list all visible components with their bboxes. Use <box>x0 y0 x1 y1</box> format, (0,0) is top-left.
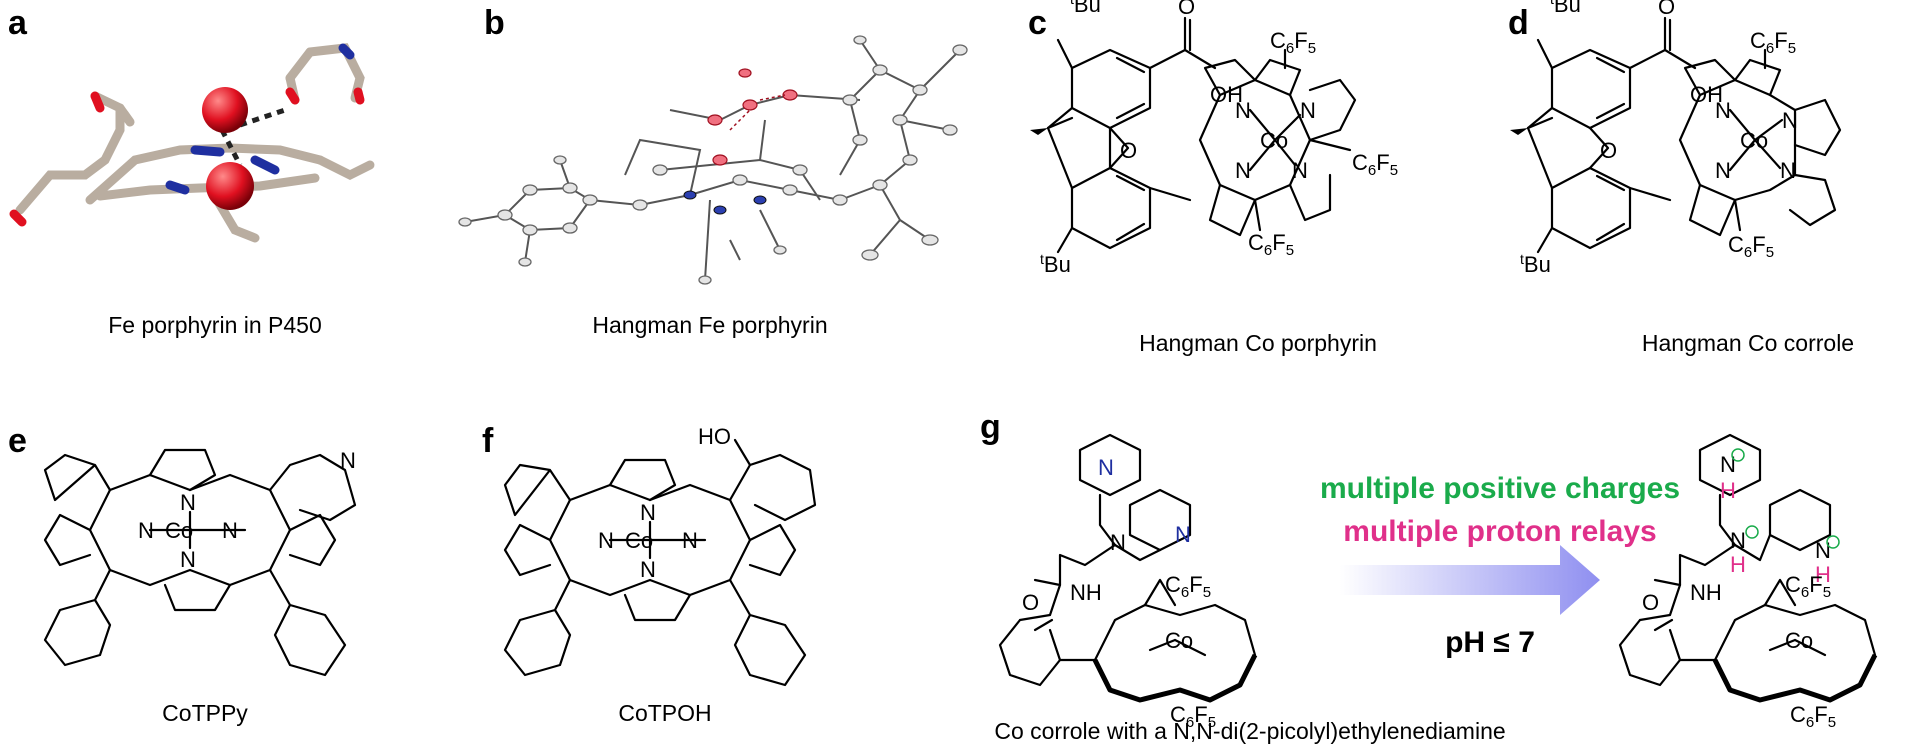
caption-d: Hangman Co corrole <box>1641 330 1855 356</box>
xanthene-o-d: O <box>1600 138 1617 163</box>
cotppy-structure: N Co N N N N <box>43 448 357 677</box>
amide-o: O <box>1022 590 1039 615</box>
hangman-co-corrole-structure: tBu tBu O OH O N N N N Co C6F5 C6F5 <box>1510 0 1842 277</box>
c6f5-g-bottom: C6F5 <box>1170 702 1216 731</box>
cotppy-n-right: N <box>222 518 238 543</box>
panel-g: g N N N NH O Co C6F5 C6F5 <box>960 400 1910 752</box>
cotppy-n-top: N <box>180 490 196 515</box>
arrow-label-relays: multiple proton relays <box>1343 515 1657 548</box>
tbu-bottom-d: tBu <box>1520 251 1551 277</box>
c6f5-right: C6F5 <box>1352 150 1398 179</box>
cotpoh-n-bottom: N <box>640 557 656 582</box>
panel-label-a: a <box>8 4 27 42</box>
picolyl-n1: N <box>1098 455 1114 480</box>
p450-heme-3d-model <box>9 43 375 243</box>
cotppy-co: Co <box>165 518 193 543</box>
pyH-h1: H <box>1720 478 1736 503</box>
panel-b: b <box>458 0 980 350</box>
caption-a: Fe porphyrin in P450 <box>108 312 322 338</box>
pyridyl-n: N <box>340 448 356 473</box>
cotpoh-n-left: N <box>598 528 614 553</box>
cobalt-center: Co <box>1260 128 1288 153</box>
corrole-n2: N <box>1782 108 1798 133</box>
arrow-condition: pH ≤ 7 <box>1445 626 1535 659</box>
corrole-co-left: Co <box>1165 628 1193 653</box>
picolyl-n2: N <box>1175 522 1191 547</box>
tbu-bottom: tBu <box>1040 251 1071 277</box>
corrole-n4: N <box>1780 158 1796 183</box>
cotpoh-n-top: N <box>640 500 656 525</box>
ammonium-h: H <box>1730 552 1746 577</box>
reaction-arrow <box>1340 545 1600 615</box>
caption-b: Hangman Fe porphyrin <box>592 312 828 338</box>
panel-label-b: b <box>484 4 505 42</box>
pyH-n2: N <box>1815 538 1831 563</box>
caption-g: Co corrole with a N,N-di(2-picolyl)ethyl… <box>994 718 1506 744</box>
arrow-label-charges: multiple positive charges <box>1319 472 1681 505</box>
panel-c: c <box>1010 0 1450 370</box>
phenol-ho: HO <box>698 424 731 449</box>
panel-label-c: c <box>1028 4 1047 42</box>
pyH-n1: N <box>1720 452 1736 477</box>
hangman-fe-porphyrin-ortep <box>458 35 968 285</box>
cotpoh-co: Co <box>625 528 653 553</box>
cobalt-center-d: Co <box>1740 128 1768 153</box>
water-oxygen-sphere <box>202 87 248 133</box>
cotppy-n-bottom: N <box>180 547 196 572</box>
cotppy-n-left: N <box>138 518 154 543</box>
iron-sphere <box>206 162 254 210</box>
ammonium-n: N <box>1730 528 1746 553</box>
tbu-top: tBu <box>1070 0 1101 17</box>
c6f5-top-d: C6F5 <box>1750 28 1796 57</box>
porphyrin-n4: N <box>1292 158 1308 183</box>
caption-f: CoTPOH <box>618 700 712 726</box>
hangman-co-porphyrin-structure: tBu tBu O OH O N N N N Co C6F5 C6F5 C6F5 <box>1030 0 1398 277</box>
carbonyl-o: O <box>1178 0 1195 19</box>
porphyrin-n3: N <box>1235 158 1251 183</box>
tbu-top-d: tBu <box>1550 0 1581 17</box>
c6f5-bottom: C6F5 <box>1248 230 1294 259</box>
porphyrin-n2: N <box>1300 98 1316 123</box>
hydroxyl-oh: OH <box>1210 82 1243 107</box>
c6f5-g-top: C6F5 <box>1165 572 1211 601</box>
carbonyl-o-d: O <box>1658 0 1675 19</box>
c6f5-top: C6F5 <box>1270 28 1316 57</box>
panel-label-e: e <box>8 422 27 460</box>
picolyl-corrole-protonated: N H N H N H NH O Co C6F5 C6F5 <box>1618 433 1878 731</box>
pyH-h2: H <box>1815 562 1831 587</box>
panel-label-d: d <box>1508 4 1529 42</box>
caption-e: CoTPPy <box>162 700 248 726</box>
amide-o-right: O <box>1642 590 1659 615</box>
cotpoh-n-right: N <box>682 528 698 553</box>
c6f5-bottom-d: C6F5 <box>1728 232 1774 261</box>
c6f5-g2-bottom: C6F5 <box>1790 702 1836 731</box>
panel-label-f: f <box>482 422 494 460</box>
amine-n: N <box>1110 530 1126 555</box>
panel-label-g: g <box>980 408 1001 446</box>
hydroxyl-oh-d: OH <box>1690 82 1723 107</box>
panel-d: d tBu tBu O OH O N N <box>1490 0 1910 370</box>
c6f5-g2-top: C6F5 <box>1785 572 1831 601</box>
amide-nh-right: NH <box>1690 580 1722 605</box>
panel-a: a <box>0 0 420 350</box>
panel-f: f N Co N N N HO CoTPOH <box>470 410 910 750</box>
porphyrin-n1: N <box>1235 98 1251 123</box>
corrole-co-right: Co <box>1785 628 1813 653</box>
corrole-n1: N <box>1715 98 1731 123</box>
corrole-n3: N <box>1715 158 1731 183</box>
cotpoh-structure: N Co N N N HO <box>503 424 817 687</box>
amide-nh: NH <box>1070 580 1102 605</box>
panel-e: e N Co N N N N CoTPPy <box>0 410 440 750</box>
caption-c: Hangman Co porphyrin <box>1139 330 1377 356</box>
picolyl-corrole-neutral: N N N NH O Co C6F5 C6F5 <box>998 433 1258 731</box>
xanthene-o: O <box>1120 138 1137 163</box>
